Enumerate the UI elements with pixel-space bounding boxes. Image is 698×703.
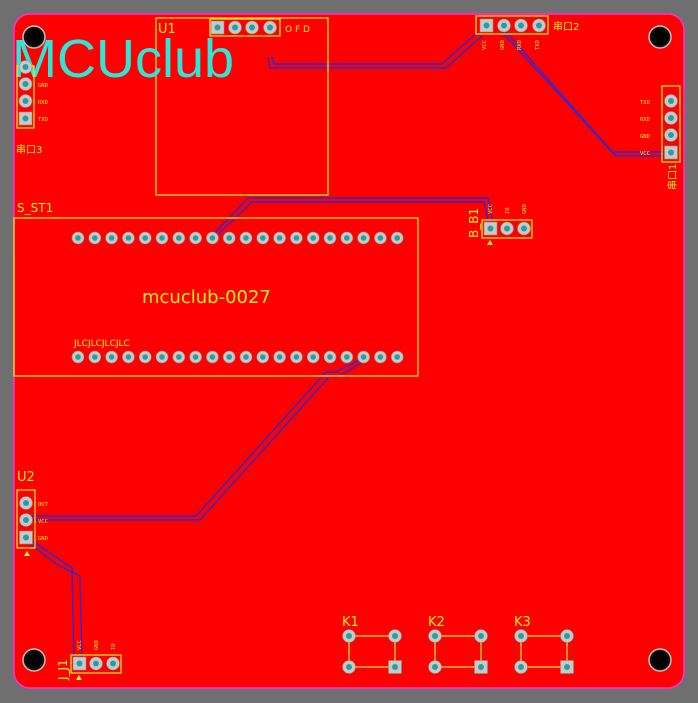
s-st1-top-pad-hole [243,235,249,241]
s-st1-bottom-pad-hole [75,354,81,360]
k3-designator: K3 [514,615,531,630]
s-st1-bottom-pad-hole [293,354,300,360]
s-st1-top-pad-hole [142,235,148,241]
k2-designator: K2 [428,615,445,630]
s-st1-top-pad-hole [327,235,333,241]
s-st1-bottom-pad-hole [377,354,384,360]
port3-pin-3: TXD [38,117,48,123]
port3-header: GND RXD TXD 串口3 [16,60,48,156]
s-st1-bottom-pad-hole [310,354,317,360]
s-st1-module: S_ST1 mcuclub-0027 JLCJLCJLCJLC [13,201,419,377]
j1-pin-0: VCC [77,640,83,650]
port1-designator: 串口1 [667,164,679,190]
s-st1-top-pad-hole [344,235,350,241]
s-st1-bottom-pad-hole [327,354,333,360]
s-st1-top-pad-hole [209,235,216,241]
s-st1-top-pad-hole [276,235,283,241]
u2-pin-0: OUT [38,502,49,508]
s-st1-top-pad-hole [92,235,98,241]
port2-pin-2: RXD [517,40,523,50]
board-substrate [13,13,685,689]
s-st1-designator: S_ST1 [17,201,53,215]
button-k3: K3 [514,615,574,674]
j1-designator: J_J1 [56,659,70,681]
s-st1-top-pin-row [71,231,404,245]
mounting-hole-bottom-right [648,648,672,672]
u1-pin-label: O F D [285,25,310,35]
port1-pin-3: VCC [640,151,650,157]
s-st1-top-pad-hole [226,235,232,241]
mcuclub-logo: MCUclub [12,29,234,89]
port3-pin-2: RXD [38,100,48,106]
s-st1-bottom-pad-hole [243,354,249,360]
s-st1-bottom-pad-hole [142,354,148,360]
s-st1-top-pad-hole [310,235,317,241]
mounting-hole-top-left [22,25,46,49]
s-st1-bottom-pad-hole [209,354,216,360]
b1-pin-0: VCC [488,204,494,214]
s-st1-top-pad-hole [192,235,199,241]
s-st1-bottom-pad-hole [360,354,367,360]
s-st1-top-pad-hole [75,235,81,241]
port1-pin-0: TXD [640,100,650,106]
s-st1-bottom-pad-hole [176,354,182,360]
port2-pin-0: VCC [482,40,488,50]
s-st1-bottom-pad-hole [260,354,266,360]
s-st1-bottom-pad-hole [192,354,199,360]
s-st1-bottom-pad-hole [125,354,132,360]
s-st1-bottom-pad-hole [226,354,232,360]
j1-pin-1: GND [94,640,100,650]
u1-designator: U1 [158,22,176,37]
button-k2: K2 [428,615,488,674]
b1-designator: B_B1 [467,208,481,238]
jlc-text: JLCJLCJLCJLC [73,339,130,349]
u2-header: U2 OUT VCC GND [16,470,49,556]
s-st1-top-pad-hole [125,235,132,241]
s-st1-bottom-pad-hole [159,354,165,360]
s-st1-bottom-pin-row [71,350,404,364]
s-st1-bottom-pad-hole [108,354,115,360]
s-st1-bottom-pad-hole [92,354,98,360]
u2-pin-1: VCC [38,519,48,525]
port2-header: VCC GND RXD TXD 串口2 [475,15,579,50]
port1-pin-2: GND [640,134,650,140]
s-st1-bottom-pad-hole [276,354,283,360]
s-st1-top-pad-hole [176,235,182,241]
s-st1-top-pad-hole [260,235,266,241]
s-st1-top-pad-hole [293,235,300,241]
port2-pin-1: GND [500,40,506,50]
s-st1-top-pad-hole [377,235,384,241]
port3-designator: 串口3 [16,144,42,156]
s-st1-top-pad-hole [159,235,165,241]
port2-pin-3: TXD [535,40,541,50]
port1-header: TXD RXD GND VCC 串口1 [640,85,681,190]
u2-designator: U2 [17,470,35,485]
b1-header: B_B1 VCC IO GND [467,204,533,245]
k1-designator: K1 [342,615,359,630]
u2-pin-2: GND [38,536,48,542]
s-st1-top-pad-hole [108,235,115,241]
s-st1-top-pad-hole [360,235,367,241]
s-st1-top-pad-hole [394,235,401,241]
port2-designator: 串口2 [553,21,579,33]
j1-pin-2: IO [111,643,117,650]
s-st1-bottom-pad-hole [344,354,350,360]
port3-pin-1: GND [38,83,48,89]
j1-header: J_J1 VCC GND IO [56,640,122,681]
button-k1: K1 [342,615,402,674]
b1-pin-2: GND [522,204,528,214]
s-st1-bottom-pad-hole [394,354,401,360]
u1-module: U1 O F D [155,17,329,196]
mounting-hole-top-right [648,25,672,49]
board-title: mcuclub-0027 [142,287,271,308]
mounting-hole-bottom-left [22,648,46,672]
port1-pin-1: RXD [640,117,650,123]
b1-pin-1: IO [505,207,511,214]
